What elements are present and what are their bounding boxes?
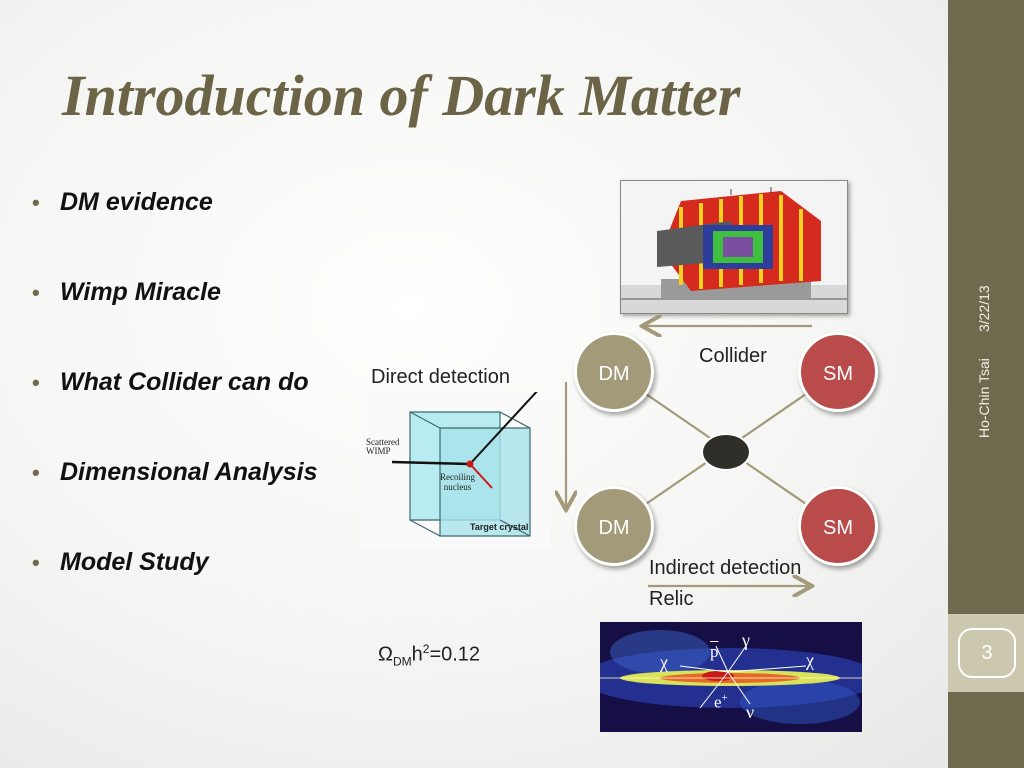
- caption-line: nucleus: [443, 482, 472, 492]
- detector-image: [620, 180, 848, 314]
- bullet-text: What Collider can do: [60, 368, 309, 396]
- neutrino-label: ν: [746, 702, 755, 722]
- bullet-text: DM evidence: [60, 188, 213, 216]
- bullet-text: Model Study: [60, 548, 209, 576]
- positron-label: e+: [714, 692, 728, 713]
- bullet-item: • Model Study: [32, 548, 209, 577]
- bullet-text: Wimp Miracle: [60, 278, 221, 306]
- bullet-item: • What Collider can do: [32, 368, 309, 397]
- positron-charge: +: [721, 692, 728, 704]
- slide-author: Ho-Chin Tsai: [976, 358, 992, 438]
- bullet-text: Dimensional Analysis: [60, 458, 318, 486]
- bullet-item: • DM evidence: [32, 188, 213, 217]
- slide-title: Introduction of Dark Matter: [62, 63, 741, 128]
- bullet-dot: •: [32, 460, 40, 485]
- positron-symbol: e: [714, 692, 722, 712]
- indirect-detection-label: Indirect detection: [649, 557, 802, 579]
- page-number: 3: [981, 642, 993, 664]
- formula-superscript: 2: [422, 642, 430, 656]
- chi-left-label: χ: [660, 652, 668, 672]
- direct-detection-figure: Scattered WIMP Recoiling nucleus Target …: [362, 392, 550, 548]
- caption-line: Recoiling: [440, 472, 475, 482]
- bullet-item: • Dimensional Analysis: [32, 458, 318, 487]
- bullet-dot: •: [32, 190, 40, 215]
- formula-subscript: DM: [392, 654, 412, 669]
- bullet-dot: •: [32, 370, 40, 395]
- caption-line: WIMP: [366, 446, 391, 456]
- bullet-dot: •: [32, 550, 40, 575]
- recoiling-nucleus-caption: Recoiling nucleus: [440, 472, 475, 492]
- node-label: DM: [598, 363, 630, 385]
- sm-node-top: SM: [798, 332, 878, 412]
- interaction-vertex: [701, 433, 751, 471]
- chi-right-label: χ: [806, 650, 814, 670]
- page-number-frame: [958, 628, 1016, 678]
- interaction-diagram: [0, 0, 839, 768]
- target-crystal-caption: Target crystal: [470, 522, 529, 532]
- crystal-illustration: [391, 392, 538, 537]
- bullet-dot: •: [32, 280, 40, 305]
- caption-line: Scattered: [366, 437, 400, 447]
- omega-symbol: Ω: [378, 643, 393, 666]
- sm-node-bottom: SM: [798, 486, 878, 566]
- detector-illustration: [621, 181, 847, 313]
- formula-h: h: [411, 643, 423, 666]
- node-label: SM: [823, 363, 853, 385]
- sky-map-illustration: [600, 630, 862, 724]
- antiproton-label: p: [710, 642, 719, 661]
- bullet-item: • Wimp Miracle: [32, 278, 221, 307]
- relic-label: Relic: [649, 588, 694, 610]
- dm-node-top: DM: [574, 332, 654, 412]
- formula-value: =0.12: [429, 643, 481, 666]
- direct-detection-label: Direct detection: [371, 366, 510, 388]
- node-label: SM: [823, 517, 853, 539]
- collider-label: Collider: [699, 345, 767, 367]
- relic-density-formula: ΩDMh2=0.12: [378, 642, 480, 669]
- page-number-box: [948, 614, 1024, 692]
- node-label: DM: [598, 517, 630, 539]
- slide-date: 3/22/13: [976, 285, 992, 332]
- scattered-wimp-caption: Scattered WIMP: [366, 438, 399, 456]
- gamma-label: γ: [742, 630, 750, 650]
- sky-map-image: χ χ γ p e+ ν: [600, 622, 862, 732]
- dm-node-bottom: DM: [574, 486, 654, 566]
